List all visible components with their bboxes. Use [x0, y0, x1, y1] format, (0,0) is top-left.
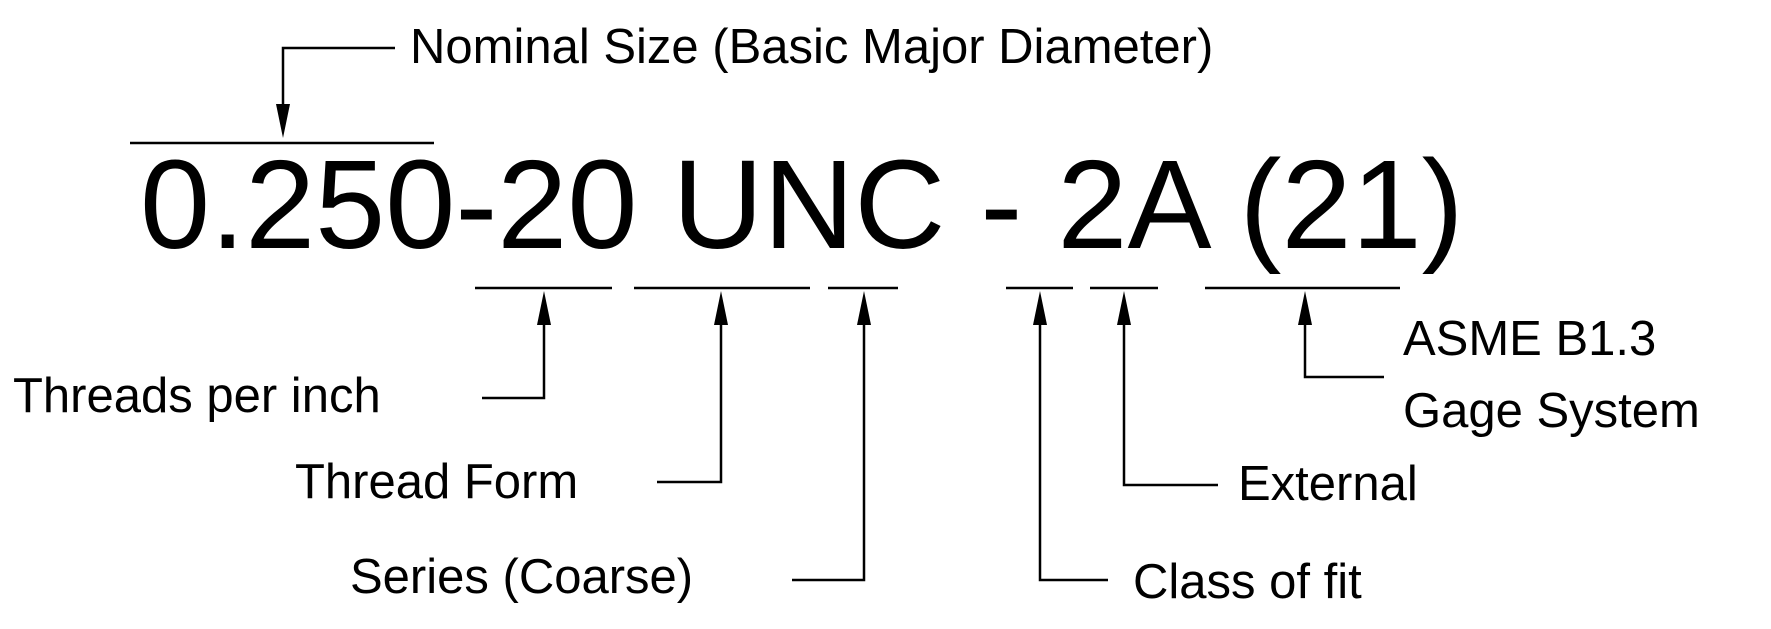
thread-form-leader [657, 312, 723, 484]
thread-form-label: Thread Form [295, 455, 578, 509]
threads-per-inch-leader [482, 312, 546, 400]
threads-per-inch-label: Threads per inch [13, 369, 381, 423]
nominal-size-label: Nominal Size (Basic Major Diameter) [410, 20, 1213, 74]
gage-system-label-line2: Gage System [1403, 384, 1700, 438]
external-label: External [1238, 457, 1418, 511]
class-of-fit-arrowhead [1033, 291, 1047, 325]
nominal-size-arrowhead [276, 104, 290, 138]
external-arrowhead [1117, 291, 1131, 325]
gage-system-callout: ASME B1.3 Gage System [1205, 286, 1700, 438]
threads-per-inch-arrowhead [537, 291, 551, 325]
designation-size: 0.250 [140, 134, 455, 275]
gage-system-label-line1: ASME B1.3 [1403, 312, 1656, 366]
nominal-size-callout: Nominal Size (Basic Major Diameter) [130, 20, 1213, 145]
class-of-fit-leader [1038, 312, 1108, 582]
series-arrowhead [857, 291, 871, 325]
threads-per-inch-callout: Threads per inch [13, 286, 612, 423]
class-of-fit-label: Class of fit [1133, 555, 1362, 609]
series-label: Series (Coarse) [350, 550, 693, 604]
designation-rest: -20 UNC - 2A (21) [455, 134, 1463, 275]
thread-form-callout: Thread Form [295, 286, 810, 509]
thread-form-arrowhead [714, 291, 728, 325]
svg-text:0.250-20 UNC - 2A (21): 0.250-20 UNC - 2A (21) [140, 134, 1464, 275]
gage-system-leader [1303, 312, 1384, 379]
external-callout: External [1090, 286, 1418, 511]
external-leader [1122, 312, 1218, 487]
series-callout: Series (Coarse) [350, 286, 898, 604]
nominal-size-leader [281, 46, 395, 115]
series-leader [792, 312, 866, 582]
class-of-fit-callout: Class of fit [1006, 286, 1362, 609]
gage-system-arrowhead [1298, 291, 1312, 325]
